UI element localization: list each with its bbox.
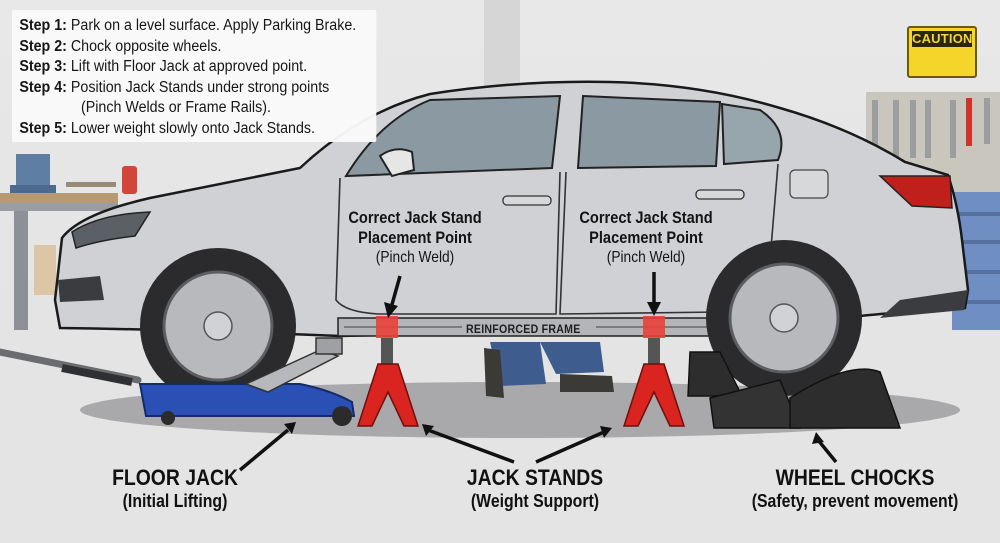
label-subtitle: (Initial Lifting) [122,491,228,511]
callout-arrows [238,272,838,472]
wheel-chocks-label: WHEEL CHOCKS (Safety, prevent movement) [745,466,965,512]
reinforced-frame-label: REINFORCED FRAME [466,322,581,336]
wall-pillar [484,0,520,90]
label-subtitle: (Weight Support) [470,491,600,511]
wheel-chocks [687,351,902,429]
step-label: Step 2: [19,37,67,55]
front-wheel [140,248,296,404]
bench-vise-icon [10,154,56,193]
callout-line-3: (Pinch Weld) [606,249,686,266]
front-grille [58,276,104,302]
step-4: Step 4: Position Jack Stands under stron… [19,78,369,99]
arrow-jack-stand-rear [535,430,605,464]
rear-bumper-trim [880,290,968,318]
rear-wheel [706,240,862,396]
oil-can-icon [122,166,137,194]
arrow-jack-stand-front [427,428,515,464]
step-text: Position Jack Stands under strong points [70,78,330,96]
step-text: Lift with Floor Jack at approved point. [70,58,308,75]
arrow-head [284,422,296,434]
jack-stand-front [356,338,420,427]
rear-window [576,94,722,170]
jack-stands-label: JACK STANDS (Weight Support) [460,466,610,512]
arrow-head [647,302,661,316]
callout-line-2: Placement Point [358,228,472,247]
caution-sign: CAUTION [907,26,977,78]
callout-line-3: (Pinch Weld) [375,249,455,266]
headlight [71,211,152,249]
label-title: JACK STANDS [466,465,604,490]
hammer-icon [66,182,116,187]
floor-jack [0,337,356,426]
floor-jack-label: FLOOR JACK (Initial Lifting) [105,466,246,512]
step-label: Step 1: [19,17,67,34]
step-5: Step 5: Lower weight slowly onto Jack St… [19,119,369,140]
step-text: Lower weight slowly onto Jack Stands. [70,119,316,137]
arrow-pinch-weld-front [389,275,402,309]
callout-line-1: Correct Jack Stand [579,208,713,227]
fuel-door [789,169,829,199]
quarter-window [720,102,783,166]
callout-line-2: Placement Point [589,228,703,247]
step-text: Chock opposite wheels. [70,37,222,55]
arrow-head [812,432,824,444]
label-title: WHEEL CHOCKS [775,465,935,490]
step-4-continuation: (Pinch Welds or Frame Rails). [81,99,271,116]
arrow-head [422,424,434,436]
steps-panel: Step 1: Park on a level surface. Apply P… [12,10,377,142]
front-door-outline [335,171,561,315]
label-title: FLOOR JACK [112,465,238,490]
pinch-weld-marker-front [376,316,398,338]
rear-door-handle [695,189,745,200]
step-label: Step 3: [19,58,67,75]
side-mirror [378,148,416,178]
step-2: Step 2: Chock opposite wheels. [19,37,369,58]
front-window [344,94,562,178]
mechanic-legs [484,342,614,398]
step-text: Park on a level surface. Apply Parking B… [70,17,357,34]
jack-stand-rear [622,338,686,427]
placement-callout-front: Correct Jack Stand Placement Point (Pinc… [342,208,488,268]
arrow-floor-jack [238,428,290,472]
pinch-weld-marker-rear [643,316,665,338]
arrow-head [384,302,398,318]
workbench [0,193,118,335]
step-1: Step 1: Park on a level surface. Apply P… [19,16,369,37]
tail-light [878,175,953,209]
arrow-wheel-chocks [816,438,838,464]
step-3: Step 3: Lift with Floor Jack at approved… [19,57,369,78]
step-label: Step 5: [19,119,67,137]
front-door-handle [502,195,552,206]
callout-line-1: Correct Jack Stand [348,208,482,227]
step-label: Step 4: [19,78,67,96]
placement-callout-rear: Correct Jack Stand Placement Point (Pinc… [573,208,719,268]
caution-text: CAUTION [912,31,973,47]
arrow-head [600,426,612,438]
label-subtitle: (Safety, prevent movement) [751,491,959,511]
